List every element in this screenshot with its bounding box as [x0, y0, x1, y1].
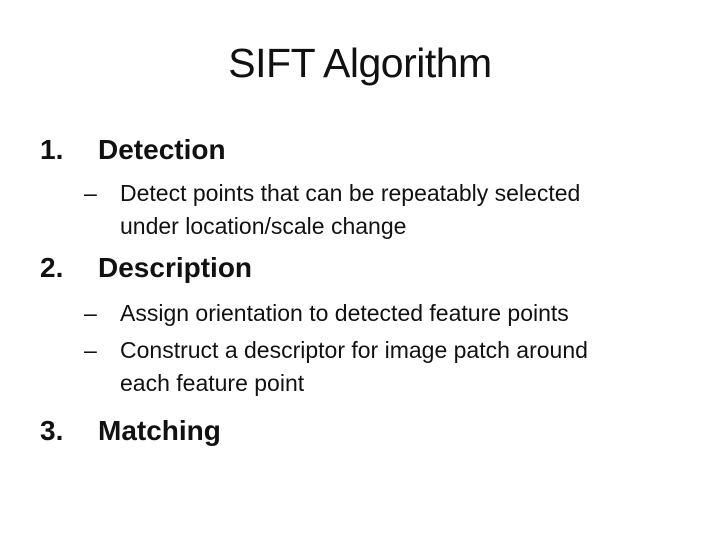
bullet-assign-orientation: – Assign orientation to detected feature…	[84, 297, 569, 330]
slide-title: SIFT Algorithm	[228, 40, 492, 86]
bullet-dash: –	[84, 180, 97, 206]
list-item-heading: Detection	[98, 134, 226, 165]
bullet-dash: –	[84, 337, 97, 363]
bullet-line: each feature point	[120, 370, 305, 396]
bullet-text: Assign orientation to detected feature p…	[120, 297, 569, 330]
bullet-text: Detect points that can be repeatably sel…	[120, 177, 580, 243]
list-item-description: 2. Description	[40, 251, 252, 285]
bullet-line: Assign orientation to detected feature p…	[120, 300, 569, 326]
bullet-line: Detect points that can be repeatably sel…	[120, 180, 581, 206]
list-item-number: 1.	[40, 134, 64, 165]
list-item-number: 2.	[40, 252, 64, 283]
list-item-number: 3.	[40, 415, 64, 446]
list-item-heading: Matching	[98, 415, 221, 446]
bullet-line: Construct a descriptor for image patch a…	[120, 337, 588, 363]
list-item-matching: 3. Matching	[40, 414, 221, 448]
bullet-construct-descriptor: – Construct a descriptor for image patch…	[84, 334, 588, 400]
bullet-dash: –	[84, 300, 97, 326]
bullet-detect-points: – Detect points that can be repeatably s…	[84, 177, 580, 243]
list-item-heading: Description	[98, 252, 253, 283]
bullet-line: under location/scale change	[120, 213, 407, 239]
bullet-text: Construct a descriptor for image patch a…	[120, 334, 588, 400]
list-item-detection: 1. Detection	[40, 133, 226, 167]
